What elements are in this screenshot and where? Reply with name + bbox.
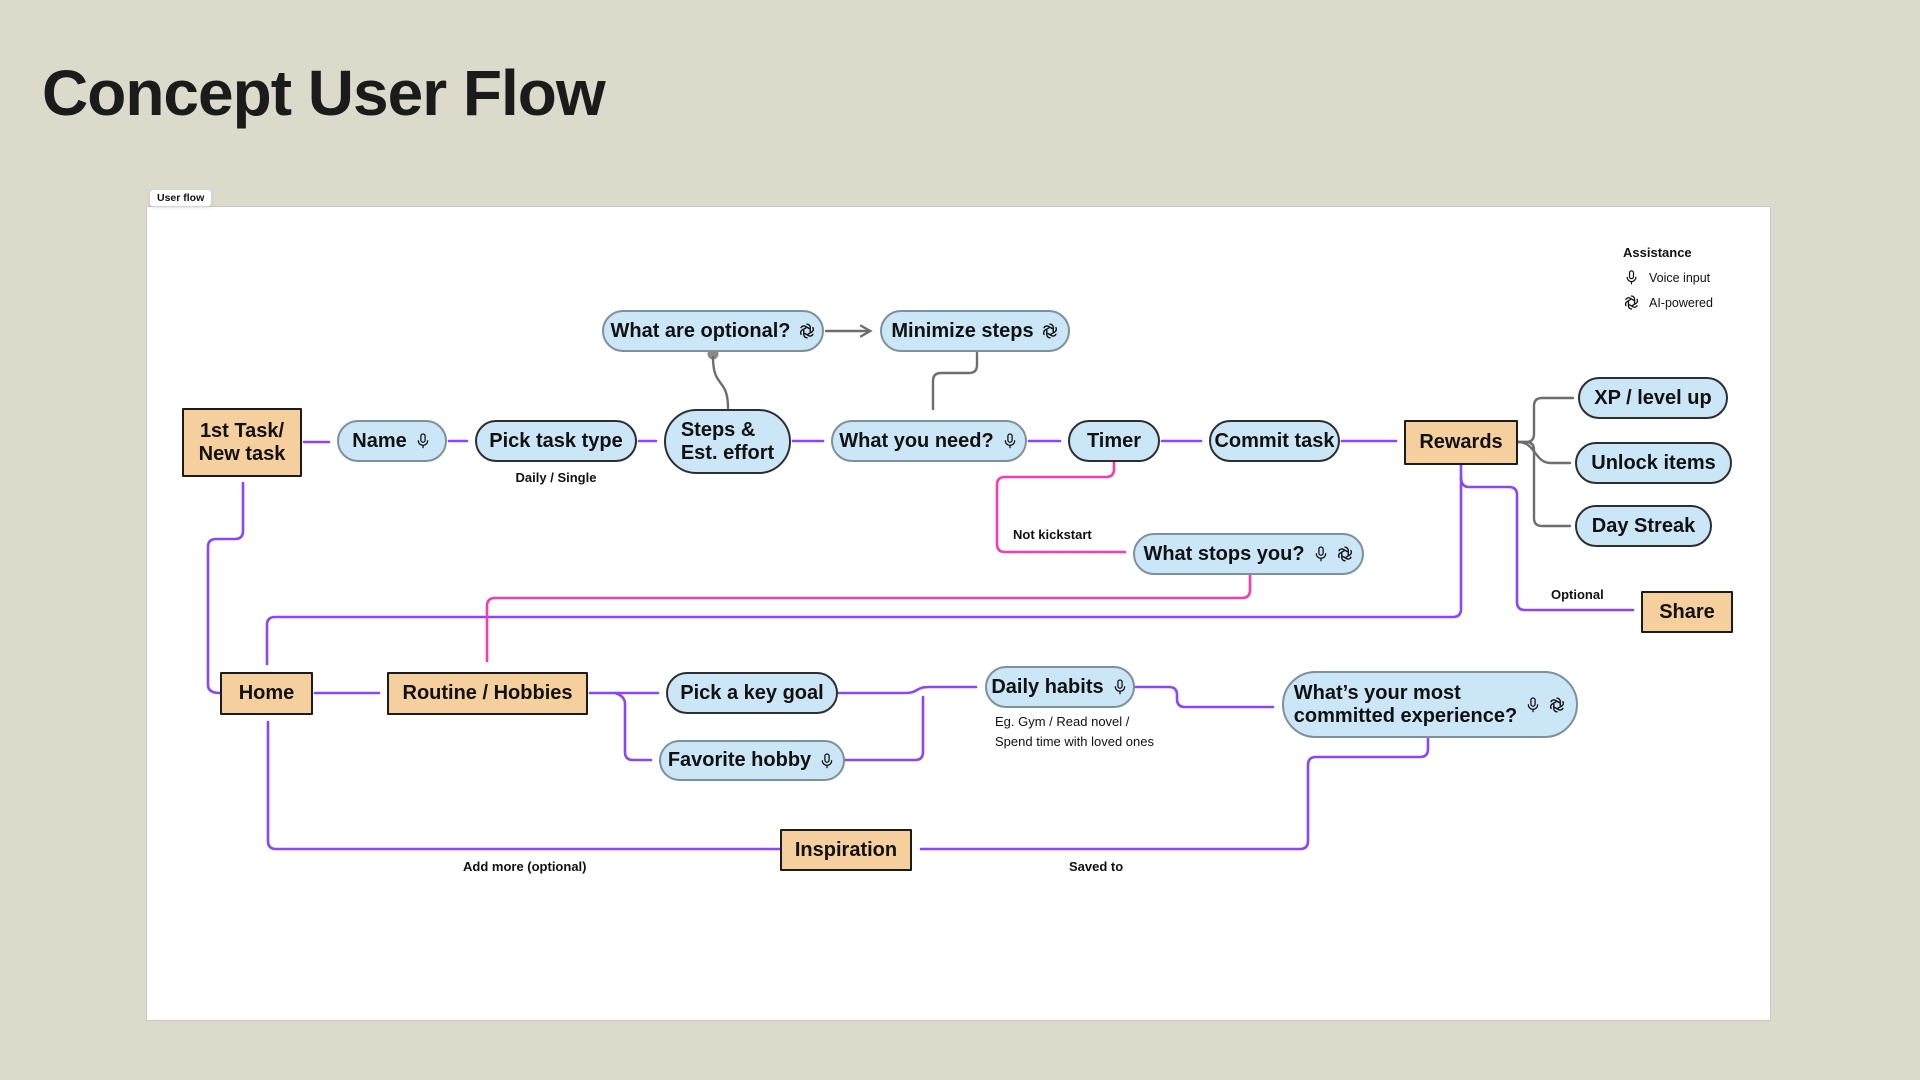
mic-icon bbox=[1312, 545, 1330, 563]
wire-inspiration-to-home bbox=[266, 720, 782, 851]
node-pick-key-goal-label: Pick a key goal bbox=[680, 681, 824, 704]
node-routine-hobbies-label: Routine / Hobbies bbox=[402, 682, 573, 704]
mic-icon bbox=[1524, 696, 1542, 714]
openai-icon bbox=[1041, 322, 1059, 340]
node-inspiration[interactable]: Inspiration bbox=[780, 829, 912, 871]
mic-icon bbox=[1111, 678, 1129, 696]
openai-icon bbox=[1336, 545, 1354, 563]
mic-icon bbox=[1623, 269, 1640, 286]
node-rewards-label: Rewards bbox=[1419, 431, 1503, 453]
wire-rewards-to-unlock bbox=[1516, 440, 1572, 465]
frame-label[interactable]: User flow bbox=[149, 189, 213, 207]
wire-daily-habits-to-committed bbox=[1133, 685, 1275, 709]
wire-routine-to-favorite-hobby bbox=[613, 691, 653, 762]
node-commit-task-label: Commit task bbox=[1214, 429, 1335, 452]
wire-minimize-to-what-you-need bbox=[931, 351, 979, 411]
node-steps-effort[interactable]: Steps &Est. effort bbox=[664, 409, 791, 474]
wire-rewards-to-xp bbox=[1516, 396, 1575, 444]
mic-icon bbox=[414, 432, 432, 450]
node-home-label: Home bbox=[238, 682, 295, 704]
node-what-are-optional[interactable]: What are optional? bbox=[602, 310, 824, 352]
node-home[interactable]: Home bbox=[220, 672, 313, 715]
node-inspiration-label: Inspiration bbox=[794, 838, 898, 861]
node-first-task[interactable]: 1st Task/New task bbox=[182, 408, 302, 477]
legend-item-label: AI-powered bbox=[1649, 295, 1713, 310]
page-title: Concept User Flow bbox=[42, 57, 606, 129]
wire-rewards-to-home bbox=[265, 463, 1463, 666]
wire-home-to-first-task bbox=[206, 481, 245, 695]
connector-layer bbox=[206, 324, 1635, 851]
node-timer[interactable]: Timer bbox=[1068, 420, 1160, 462]
node-name[interactable]: Name bbox=[337, 420, 447, 462]
node-what-are-optional-label: What are optional? bbox=[610, 319, 791, 342]
node-pick-task-type-label: Pick task type bbox=[489, 429, 623, 452]
node-daily-habits-label: Daily habits bbox=[991, 675, 1104, 698]
node-share-label: Share bbox=[1659, 600, 1715, 623]
node-unlock-items[interactable]: Unlock items bbox=[1575, 442, 1732, 484]
wire-committed-to-inspiration bbox=[919, 736, 1430, 851]
node-first-task-label: 1st Task/New task bbox=[198, 419, 286, 465]
wire-optional-to-steps bbox=[711, 355, 730, 410]
node-pick-task-type[interactable]: Pick task type bbox=[475, 420, 637, 462]
node-xp-level-up[interactable]: XP / level up bbox=[1578, 377, 1728, 419]
node-what-you-need-label: What you need? bbox=[839, 429, 994, 452]
label-not-kickstart: Not kickstart bbox=[1013, 527, 1092, 542]
node-share[interactable]: Share bbox=[1641, 591, 1733, 633]
node-unlock-items-label: Unlock items bbox=[1591, 451, 1716, 474]
node-xp-level-up-label: XP / level up bbox=[1594, 386, 1712, 409]
label-optional: Optional bbox=[1551, 587, 1604, 602]
wire-key-goal-to-daily-habits bbox=[836, 685, 978, 695]
wire-favorite-hobby-merge bbox=[843, 695, 925, 762]
node-day-streak-label: Day Streak bbox=[1591, 514, 1696, 537]
mic-icon bbox=[1001, 432, 1019, 450]
node-steps-effort-label: Steps &Est. effort bbox=[680, 418, 775, 464]
label-daily-single: Daily / Single bbox=[515, 470, 597, 485]
openai-icon bbox=[1623, 294, 1640, 311]
node-what-you-need[interactable]: What you need? bbox=[831, 420, 1027, 462]
node-favorite-hobby[interactable]: Favorite hobby bbox=[659, 740, 845, 781]
wire-what-stops-you-to-routine bbox=[485, 573, 1252, 663]
node-name-label: Name bbox=[352, 429, 407, 452]
legend-heading: Assistance bbox=[1623, 245, 1692, 260]
legend-item-voice-input: Voice input bbox=[1623, 269, 1713, 286]
label-daily-habits-examples: Eg. Gym / Read novel /Spend time with lo… bbox=[995, 714, 1154, 749]
node-minimize-steps[interactable]: Minimize steps bbox=[880, 310, 1070, 352]
node-daily-habits[interactable]: Daily habits bbox=[985, 666, 1135, 708]
wire-rewards-to-share bbox=[1459, 475, 1635, 612]
legend-item-ai-powered: AI-powered bbox=[1623, 294, 1713, 311]
legend-item-label: Voice input bbox=[1649, 270, 1711, 285]
label-add-more: Add more (optional) bbox=[463, 859, 587, 874]
openai-icon bbox=[1548, 696, 1566, 714]
node-what-stops-you-label: What stops you? bbox=[1143, 542, 1305, 565]
node-what-stops-you[interactable]: What stops you? bbox=[1133, 533, 1364, 575]
node-commit-task[interactable]: Commit task bbox=[1209, 420, 1340, 462]
wire-timer-to-what-stops-you bbox=[995, 460, 1127, 554]
node-timer-label: Timer bbox=[1086, 429, 1142, 452]
node-day-streak[interactable]: Day Streak bbox=[1575, 505, 1712, 547]
node-pick-key-goal[interactable]: Pick a key goal bbox=[666, 672, 838, 714]
mic-icon bbox=[818, 752, 836, 770]
node-minimize-steps-label: Minimize steps bbox=[891, 319, 1034, 342]
node-rewards[interactable]: Rewards bbox=[1404, 420, 1518, 465]
label-saved-to: Saved to bbox=[1069, 859, 1124, 874]
node-routine-hobbies[interactable]: Routine / Hobbies bbox=[387, 672, 588, 715]
openai-icon bbox=[798, 322, 816, 340]
node-favorite-hobby-label: Favorite hobby bbox=[667, 749, 812, 771]
wire-rewards-to-day-streak bbox=[1516, 440, 1572, 528]
user-flow-canvas: What are optional? Minimize steps 1st Task… bbox=[146, 206, 1771, 1021]
